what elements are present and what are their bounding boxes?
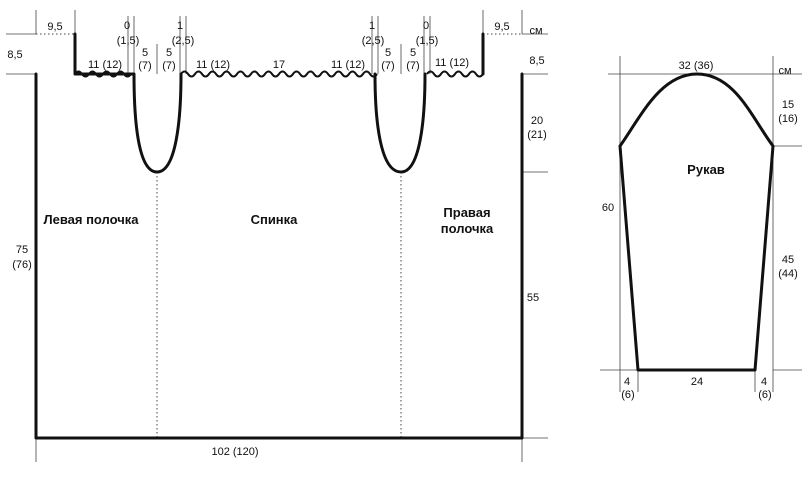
wavy-edge-right-front (426, 70, 484, 78)
dim-seg-11-12-c: 11 (12) (331, 59, 365, 71)
dim-top-margin-right: 9,5 (494, 21, 509, 33)
dim-length-l2: (76) (12, 259, 32, 271)
label-right-front-l1: Правая (443, 205, 490, 220)
dim-armhole-l1: 20 (531, 115, 543, 127)
dim-seg-5-7-c-l1: 5 (385, 47, 391, 59)
dim-neck-left-l1: 0 (124, 20, 130, 32)
dim-neck-right2-l2: (2,5) (362, 35, 385, 47)
sleeve-dimensions: 32 (36) см 15 (16) 60 45 (44) 24 4 (6) 4… (602, 60, 798, 401)
dim-cuff-right-l2: (6) (758, 389, 771, 401)
dim-sleeve-top: 32 (36) (679, 60, 714, 72)
dim-neck-right2-l1: 1 (369, 20, 375, 32)
dim-seg-5-7-b-l2: (7) (162, 60, 175, 72)
dim-seg-5-7-a-l2: (7) (138, 60, 151, 72)
dim-unit-sleeve: см (778, 65, 791, 77)
dim-sleeve-left-60: 60 (602, 202, 614, 214)
dim-seg-11-12-b: 11 (12) (196, 59, 230, 71)
dim-seg-5-7-a-l1: 5 (142, 47, 148, 59)
dim-seg-11-12-d: 11 (12) (435, 57, 469, 69)
dim-seg-5-7-b-l1: 5 (166, 47, 172, 59)
body-dimensions: 9,5 9,5 см 8,5 8,5 0 (1,5) 1 (2,5) 1 (2,… (7, 20, 546, 458)
dim-neck-left2-l2: (2,5) (172, 35, 195, 47)
label-back: Спинка (251, 212, 299, 227)
label-left-front: Левая полочка (43, 212, 139, 227)
dim-cuff-right-l1: 4 (761, 376, 767, 388)
dim-neck-left-l2: (1,5) (117, 35, 140, 47)
dim-top-margin-left: 9,5 (47, 21, 62, 33)
dim-seg-5-7-c-l2: (7) (381, 60, 394, 72)
dim-seg-17: 17 (273, 59, 285, 71)
dim-shoulder-drop-left: 8,5 (7, 49, 22, 61)
dim-shoulder-drop-right: 8,5 (529, 55, 544, 67)
dim-neck-left2-l1: 1 (177, 20, 183, 32)
dim-armhole-l2: (21) (527, 129, 547, 141)
dim-side-55: 55 (527, 292, 539, 304)
dim-unit-body: см (529, 25, 542, 37)
sleeve-reference-lines (600, 56, 802, 392)
dim-sleeve-cap-l2: (16) (778, 113, 798, 125)
body-piece-labels: Левая полочка Спинка Правая полочка (43, 205, 494, 236)
label-sleeve: Рукав (687, 162, 725, 177)
dim-body-bottom: 102 (120) (211, 446, 258, 458)
dim-seg-11-12-a: 11 (12) (88, 59, 122, 71)
dim-sleeve-bottom: 24 (691, 376, 703, 388)
dim-neck-right-l2: (1,5) (416, 35, 439, 47)
dim-cuff-left-l2: (6) (621, 389, 634, 401)
dim-seg-5-7-d-l1: 5 (410, 47, 416, 59)
body-outline (34, 32, 524, 440)
body-top-edge (74, 70, 484, 78)
body-reference-lines (6, 10, 548, 462)
sleeve-outline (618, 72, 775, 372)
wavy-edge-back (180, 70, 378, 78)
dim-seg-5-7-d-l2: (7) (406, 60, 419, 72)
dim-sleeve-cap-l1: 15 (782, 99, 794, 111)
dim-length-l1: 75 (16, 244, 28, 256)
dim-sleeve-right-l2: (44) (778, 268, 798, 280)
dim-sleeve-right-l1: 45 (782, 254, 794, 266)
dim-neck-right-l1: 0 (423, 20, 429, 32)
label-right-front-l2: полочка (441, 221, 494, 236)
dim-cuff-left-l1: 4 (624, 376, 630, 388)
